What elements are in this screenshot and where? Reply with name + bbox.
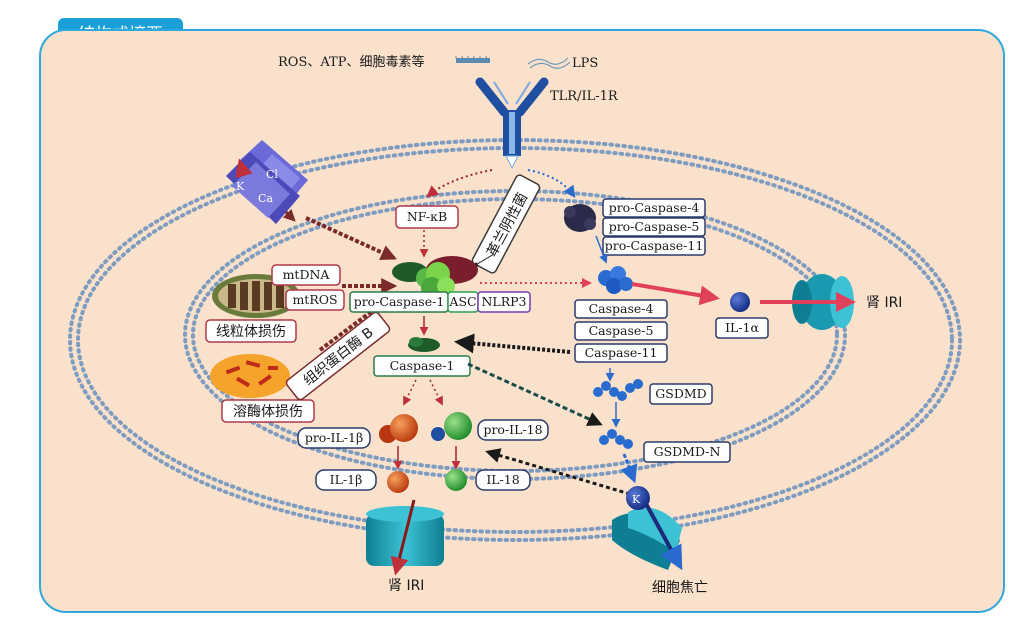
pro-caspase-5-label: pro-Caspase-5 <box>609 219 700 234</box>
il1b-label: IL-1β <box>330 472 363 487</box>
gsdmd-label: GSDMD <box>655 386 706 401</box>
mito-damage-box <box>205 319 297 343</box>
pyroptosis-label: 细胞焦亡 <box>652 580 708 596</box>
gsdmd-n-label: GSDMD-N <box>654 444 721 459</box>
il1b-box <box>315 469 377 491</box>
channel-to-nlrp3-arrow <box>305 216 397 260</box>
caspase-1-label: Caspase-1 <box>390 358 455 373</box>
pro-il18-label: pro-IL-18 <box>483 422 542 437</box>
pro-caspase4-to-caspase4-arrow <box>595 235 608 264</box>
caspase-1-icon <box>408 337 440 352</box>
ion-arrow <box>235 158 253 179</box>
lps-label: LPS <box>572 56 598 71</box>
il1a-box <box>715 317 769 339</box>
caspase-11-box <box>574 343 668 363</box>
pro-caspase-1-label: pro-Caspase-1 <box>354 294 445 309</box>
pro-caspase-4-label: pro-Caspase-4 <box>609 200 700 215</box>
channel-cl-label: Cl <box>266 168 278 181</box>
ros-atp-label: ROS、ATP、细胞毒素等 <box>278 54 424 70</box>
pro-caspase-4-box <box>602 198 706 218</box>
nlrp3-box <box>477 291 531 313</box>
pro-caspase-11-label: pro-Caspase-11 <box>605 238 704 253</box>
k-plus-icon <box>626 486 650 510</box>
caspase-5-box <box>574 321 668 341</box>
il1a-label: IL-1α <box>725 320 759 335</box>
lysosome-damage-label: 溶酶体损伤 <box>233 404 303 420</box>
il1b-to-kidney-arrow <box>390 499 416 576</box>
lysosome-damage-box <box>221 399 315 423</box>
nfkb-box <box>395 205 459 229</box>
pro-il1b-label: pro-IL-1β <box>305 430 363 445</box>
il1a-icon <box>730 292 750 312</box>
gsdmd-n-box <box>643 441 731 463</box>
tlr-receptor-icon <box>475 77 549 170</box>
caspase4-to-il1a-arrow <box>631 282 720 306</box>
pro-il1b-icon <box>379 414 418 443</box>
mtdna-box <box>271 264 341 286</box>
il18-box <box>475 469 531 491</box>
mito-damage-label: 线粒体损伤 <box>216 324 286 340</box>
lps-icon <box>527 57 571 69</box>
mtdna-label: mtDNA <box>283 267 331 282</box>
channel-ca-label: Ca <box>258 192 273 205</box>
kidney-iri-right-label: 肾 IRI <box>866 295 902 311</box>
caspase-5-label: Caspase-5 <box>589 323 654 338</box>
ion-arrow <box>282 208 296 222</box>
caspase-4-label: Caspase-4 <box>589 301 654 316</box>
receptor-to-caspase4-arrow <box>527 169 576 198</box>
gsdmdn-to-pore-arrow <box>620 453 638 484</box>
pro-il18-icon <box>431 412 472 441</box>
kidney-iri-bottom-label: 肾 IRI <box>388 578 424 594</box>
inflammasome-icon <box>392 256 478 299</box>
k-efflux-arrow <box>485 448 631 496</box>
mitochondrion-icon <box>212 274 300 318</box>
k-outflow-arrow <box>642 499 683 571</box>
pro-caspase-4-icon <box>564 204 596 232</box>
nlrp3-label: NLRP3 <box>481 294 526 309</box>
caspase-11-label: Caspase-11 <box>585 345 658 360</box>
asc-label: ASC <box>448 294 476 309</box>
nfkb-label: NF-κB <box>407 209 447 224</box>
pro-il18-box <box>477 419 549 441</box>
lysosome-icon <box>210 354 290 398</box>
gsdmd-n-icon <box>599 429 633 449</box>
il1b-icon <box>387 471 409 493</box>
toxin-icon <box>455 56 490 63</box>
il18-label: IL-18 <box>486 472 519 487</box>
gsdmd-box <box>649 383 713 405</box>
caspase-4-icon <box>598 266 633 294</box>
mtros-box <box>285 289 345 311</box>
bacteria-arrow <box>473 253 495 267</box>
receptor-label: TLR/IL-1R <box>550 89 619 104</box>
caspase1-to-gsdmd-arrow <box>467 362 603 426</box>
pro-caspase-11-box <box>602 236 706 256</box>
gsdmd-icon <box>593 379 643 401</box>
mtros-label: mtROS <box>292 292 337 307</box>
k-plus-label: K <box>632 493 641 506</box>
caspase-4-box <box>574 299 668 319</box>
channel-k-label: K <box>236 180 245 193</box>
caspase11-to-caspase1-arrow <box>454 333 571 354</box>
il18-icon <box>445 469 467 491</box>
pro-caspase-5-box <box>602 217 706 237</box>
pro-il1b-box <box>297 427 371 449</box>
